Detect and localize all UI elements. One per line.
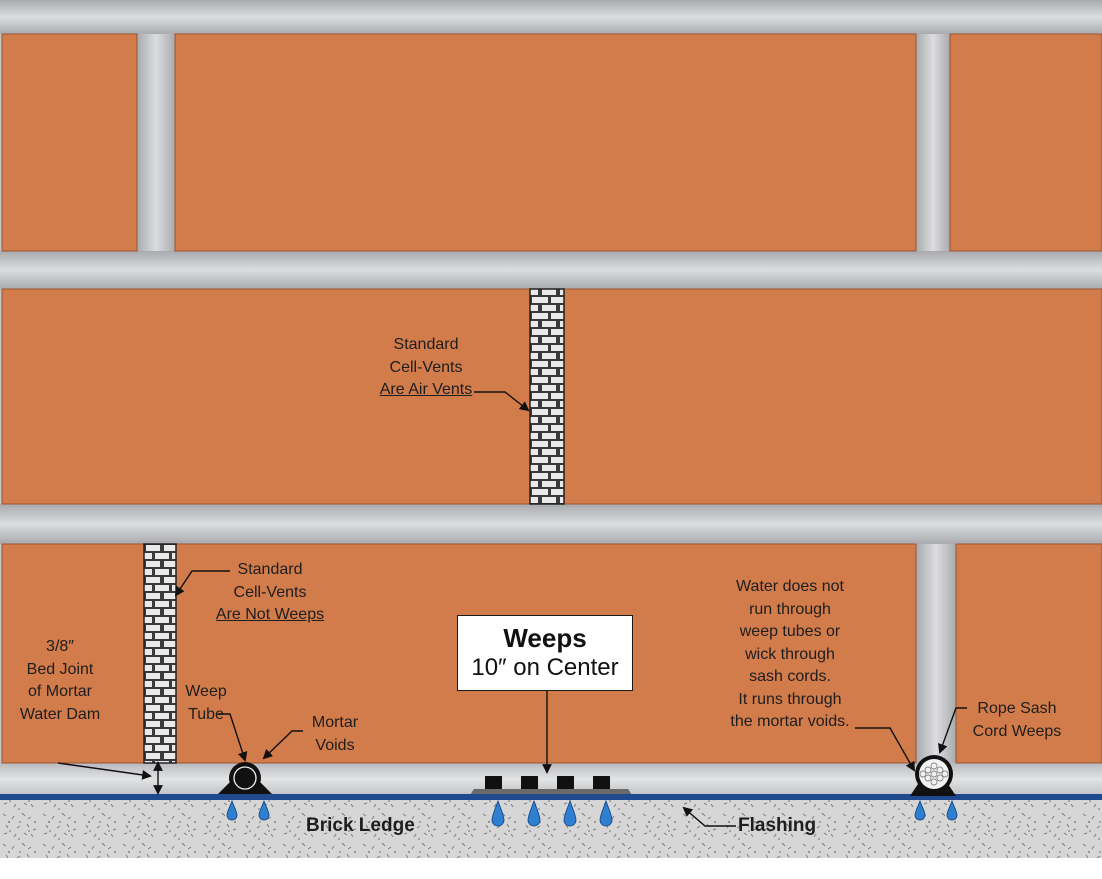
water-note-line3: weep tubes or: [739, 623, 841, 640]
weeps-title: Weeps: [503, 623, 587, 653]
air-vents-label-line3: Are Air Vents: [379, 381, 473, 398]
leader-lines: [57, 391, 967, 827]
cell-vent-lower: [143, 543, 177, 764]
weeps-callout-box: Weeps 10″ on Center: [457, 615, 633, 691]
mortar-voids-label: Mortar Voids: [300, 712, 370, 757]
rope-sash-label-line1: Rope Sash: [977, 700, 1057, 717]
brick: [1, 288, 531, 505]
cell-vent-air: [529, 288, 565, 505]
rope-sash-label-line2: Cord Weeps: [972, 722, 1062, 740]
head-joint-1: [137, 34, 175, 251]
flashing-label: Flashing: [738, 815, 817, 836]
head-joint-3: [916, 544, 956, 763]
air-vents-label: Standard Cell-Vents Are Air Vents: [374, 334, 478, 402]
water-note-line6: It runs through: [738, 690, 842, 708]
brick: [949, 33, 1102, 252]
water-note-label: Water does not run through weep tubes or…: [710, 576, 870, 734]
water-note-line1: Water does not: [736, 578, 844, 595]
bed-joint-label-line4: Water Dam: [19, 705, 101, 723]
not-weeps-label: Standard Cell-Vents Are Not Weeps: [206, 559, 334, 627]
weeps-cell-icon: [471, 776, 631, 794]
rope-sash-cord-icon: [910, 755, 956, 796]
water-drop-icons: [226, 799, 958, 827]
brick-ledge: [0, 800, 1102, 858]
head-joint-2: [916, 34, 950, 251]
water-note-line4: wick through: [745, 645, 835, 663]
water-note-line5: sash cords.: [749, 668, 831, 685]
brick: [1, 33, 138, 252]
not-weeps-label-line1: Standard: [237, 561, 303, 578]
brick-ledge-label: Brick Ledge: [306, 815, 415, 836]
water-note-line7: the mortar voids.: [730, 713, 850, 730]
brick: [563, 288, 1102, 505]
mortar-joint-row2: [0, 504, 1102, 544]
mortar-voids-label-line2: Voids: [315, 736, 355, 754]
mortar-voids-label-line1: Mortar: [311, 714, 359, 731]
weeps-spacing: 10″ on Center: [471, 654, 619, 681]
bed-joint-label-line3: of Mortar: [27, 683, 92, 700]
mortar-joint-top: [0, 0, 1102, 34]
air-vents-label-line1: Standard: [393, 336, 459, 353]
mortar-joint-row1: [0, 251, 1102, 289]
bed-joint-label-line2: Bed Joint: [26, 660, 94, 678]
brick: [955, 543, 1102, 764]
flashing: [0, 794, 1102, 800]
weep-tube-label: Weep Tube: [178, 681, 234, 726]
rope-sash-label: Rope Sash Cord Weeps: [962, 698, 1072, 743]
weep-tube-label-line2: Tube: [188, 705, 224, 723]
not-weeps-label-line3: Are Not Weeps: [215, 606, 325, 623]
bed-joint-label-line1: 3/8″: [46, 638, 74, 655]
bed-joint-label: 3/8″ Bed Joint of Mortar Water Dam: [4, 636, 116, 726]
not-weeps-label-line2: Cell-Vents: [233, 583, 307, 601]
weep-tube-label-line1: Weep: [185, 683, 227, 700]
air-vents-label-line2: Cell-Vents: [389, 358, 463, 376]
brick: [174, 33, 917, 252]
water-note-line2: run through: [749, 600, 831, 618]
